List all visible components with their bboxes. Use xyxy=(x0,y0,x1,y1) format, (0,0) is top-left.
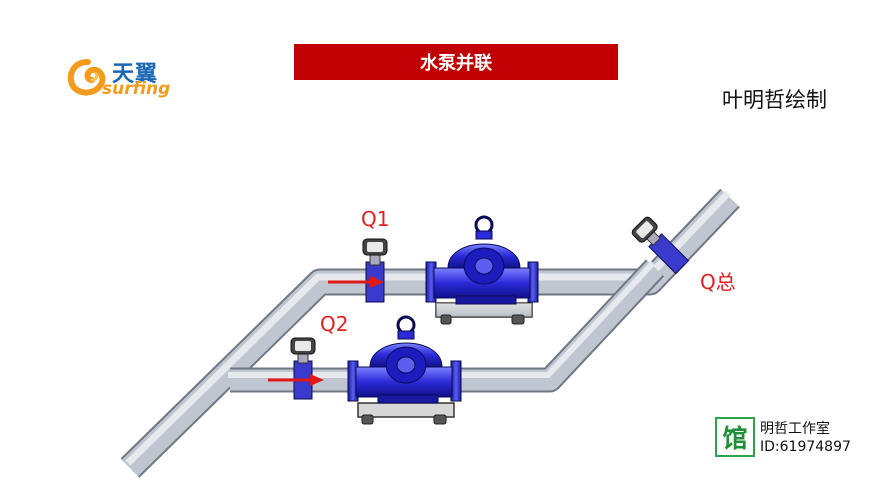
author-credit: 叶明哲绘制 xyxy=(722,88,827,112)
pump-1 xyxy=(425,215,539,325)
title-banner: 水泵并联 xyxy=(294,44,618,80)
surfing-logo: 天翼 surfing xyxy=(66,56,176,102)
logo-swirl-icon xyxy=(67,59,106,96)
label-q2: Q2 xyxy=(320,312,349,336)
flowmeter-q2 xyxy=(290,337,316,400)
watermark-badge: 馆 xyxy=(715,417,755,457)
pump-2 xyxy=(347,315,462,425)
label-qtotal: Q总 xyxy=(700,270,736,294)
logo-text-cn: 天翼 xyxy=(112,62,159,87)
flowmeter-qtotal xyxy=(631,216,690,275)
watermark-name: 明哲工作室 xyxy=(760,421,830,437)
watermark-id: ID:61974897 xyxy=(760,439,851,455)
flow-arrow-q1 xyxy=(328,276,384,288)
label-q1: Q1 xyxy=(361,207,390,231)
watermark-glyph: 馆 xyxy=(722,424,748,453)
page-title: 水泵并联 xyxy=(420,53,492,74)
logo-text-en: surfing xyxy=(102,79,171,99)
flowmeter-q1 xyxy=(362,238,388,303)
flow-arrow-q2 xyxy=(268,374,324,386)
